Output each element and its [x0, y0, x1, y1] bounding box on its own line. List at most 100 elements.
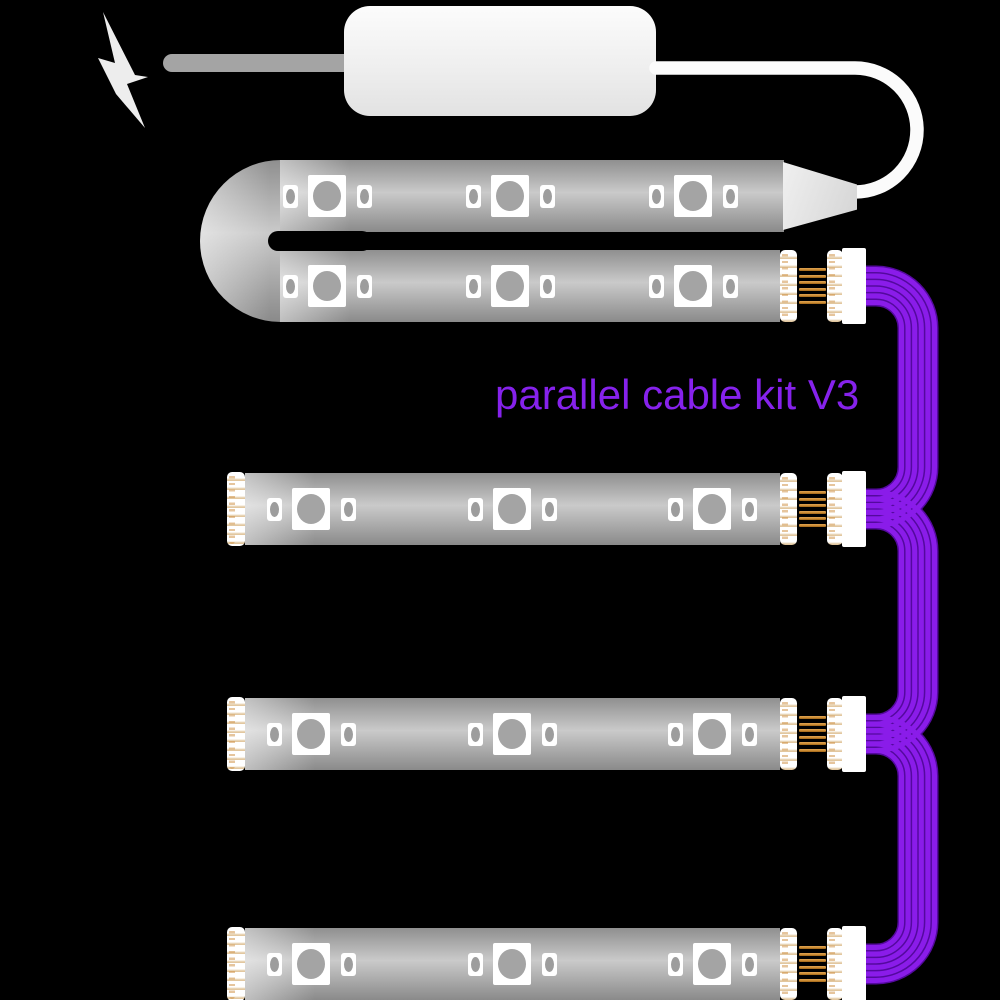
- connector-pin: [799, 523, 826, 528]
- connector-pin: [799, 945, 826, 950]
- solder-pad: [340, 497, 356, 521]
- solder-pad: [356, 274, 372, 298]
- solder-pad-dot: [359, 188, 369, 204]
- solder-pad: [722, 184, 738, 208]
- connector-pin: [799, 281, 826, 285]
- solder-pad: [722, 274, 738, 298]
- controller-pod: [344, 6, 656, 116]
- led-module: [292, 943, 330, 985]
- ribbon-cable-strand: [846, 496, 931, 747]
- strip-left-endcap: [227, 927, 245, 1000]
- solder-pad: [266, 952, 282, 976]
- connector-pin: [799, 729, 826, 733]
- solder-pad-dot: [544, 501, 554, 517]
- strip-right-endcap: [780, 250, 797, 322]
- solder-pad: [667, 497, 683, 521]
- solder-pad-dot: [470, 726, 480, 742]
- folded-strip-row-top: [280, 160, 784, 232]
- led-chip: [297, 719, 325, 749]
- solder-pad-dot: [670, 726, 680, 742]
- led-module: [693, 488, 731, 530]
- solder-pad-dot: [670, 501, 680, 517]
- solder-pad-dot: [343, 956, 353, 972]
- solder-pad-dot: [744, 726, 754, 742]
- folded-strip-row-bottom: [280, 250, 780, 322]
- connector-block: [842, 471, 866, 547]
- led-strip-4: [245, 928, 780, 1000]
- ribbon-cable-strand: [846, 734, 918, 964]
- white-cable-path: [649, 61, 924, 199]
- solder-pad-dot: [269, 726, 279, 742]
- led-chip: [496, 271, 524, 301]
- connector-ribbed-socket: [827, 473, 843, 545]
- solder-pad: [541, 952, 557, 976]
- connector-pin: [799, 952, 826, 956]
- solder-pad: [340, 722, 356, 746]
- strip-left-endcap: [227, 697, 245, 771]
- ribbon-cable-strand: [846, 721, 931, 977]
- led-module: [493, 488, 531, 530]
- solder-pad-dot: [725, 278, 735, 294]
- ribbon-cable-strand: [846, 522, 905, 721]
- ribbon-cable-strand: [846, 747, 905, 951]
- solder-pad: [539, 274, 555, 298]
- solder-pad: [465, 184, 481, 208]
- led-chip: [498, 949, 526, 979]
- solder-pad: [356, 184, 372, 208]
- solder-pad-dot: [359, 278, 369, 294]
- led-module: [308, 175, 346, 217]
- connector-pin: [799, 300, 826, 305]
- led-chip: [679, 271, 707, 301]
- connector-pin: [799, 722, 826, 726]
- connector-pin: [799, 490, 826, 495]
- led-chip: [698, 494, 726, 524]
- connector-pin: [799, 274, 826, 278]
- led-chip: [498, 494, 526, 524]
- caption: parallel cable kit V3: [495, 371, 860, 418]
- solder-pad-dot: [544, 726, 554, 742]
- solder-pad: [541, 722, 557, 746]
- led-strip-2: [245, 473, 780, 545]
- led-module: [491, 175, 529, 217]
- connector-pin: [799, 748, 826, 753]
- solder-pad-dot: [544, 956, 554, 972]
- folded-strip-gap: [268, 231, 372, 251]
- solder-pad-dot: [468, 188, 478, 204]
- solder-pad-dot: [670, 956, 680, 972]
- connector-pin: [799, 294, 826, 298]
- led-chip: [313, 181, 341, 211]
- connector-block: [842, 248, 866, 324]
- solder-pad-dot: [269, 956, 279, 972]
- ribbon-cable-strand: [846, 714, 938, 984]
- ribbon-cable-strand: [846, 741, 911, 957]
- led-module: [491, 265, 529, 307]
- connector-pin: [799, 517, 826, 521]
- led-module: [674, 175, 712, 217]
- solder-pad-dot: [651, 188, 661, 204]
- led-module: [308, 265, 346, 307]
- ribbon-cable-strand: [846, 516, 911, 727]
- strip-right-endcap: [780, 473, 797, 545]
- solder-pad: [282, 274, 298, 298]
- led-module: [493, 943, 531, 985]
- connector-block: [842, 696, 866, 772]
- connector-pin: [799, 978, 826, 983]
- solder-pad-dot: [343, 501, 353, 517]
- solder-pad: [467, 497, 483, 521]
- led-module: [493, 713, 531, 755]
- connector-pin: [799, 504, 826, 508]
- solder-pad-dot: [470, 501, 480, 517]
- connector-pin: [799, 735, 826, 739]
- solder-pad-dot: [285, 188, 295, 204]
- led-chip: [679, 181, 707, 211]
- solder-pad-dot: [285, 278, 295, 294]
- connector-block: [842, 926, 866, 1000]
- solder-pad-dot: [725, 188, 735, 204]
- solder-pad: [465, 274, 481, 298]
- led-chip: [698, 719, 726, 749]
- connector-pin: [799, 715, 826, 720]
- ribbon-cable-strand: [846, 728, 924, 970]
